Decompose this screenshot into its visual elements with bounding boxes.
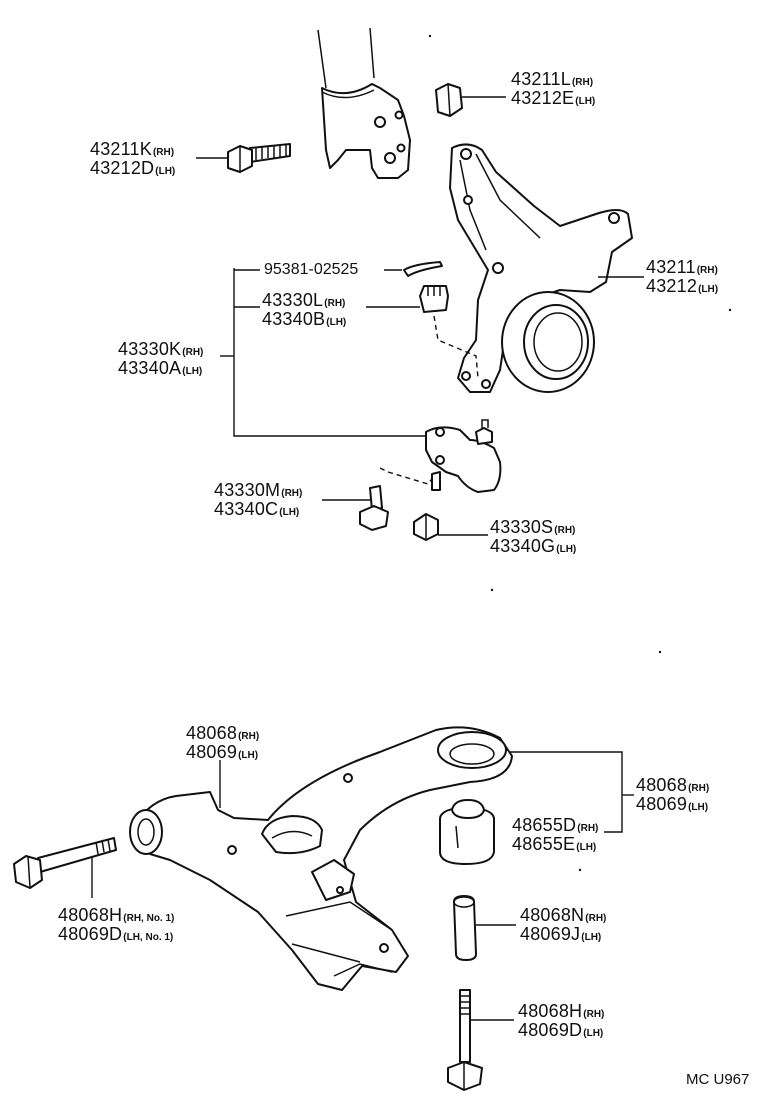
part-number: 48069D [518, 1020, 583, 1040]
part-number: 48069D [58, 924, 123, 944]
label-knuckle: 43211(RH) 43212(LH) [646, 258, 718, 296]
side-suffix: (LH) [155, 166, 176, 177]
side-suffix: (RH) [182, 347, 204, 358]
side-suffix: (LH) [238, 750, 259, 761]
side-suffix: (LH) [279, 507, 300, 518]
side-suffix: (RH) [585, 913, 607, 924]
ball-joint-bolt [359, 485, 389, 531]
part-number: 43330S [490, 517, 554, 537]
side-suffix: (LH) [581, 932, 602, 943]
side-suffix: (RH) [571, 77, 594, 88]
part-number: 43340C [214, 499, 279, 519]
part-number: 48068 [636, 775, 688, 795]
side-suffix: (RH) [696, 265, 718, 276]
part-number: 48069 [636, 794, 688, 814]
side-suffix: (LH) [698, 284, 719, 295]
label-cotter-pin: 95381-02525 [264, 261, 359, 278]
steering-knuckle [449, 143, 633, 393]
part-number: 48068H [58, 905, 123, 925]
label-arm-bolt-rear: 48068H(RH) 48069D(LH) [518, 1002, 604, 1040]
part-number: 48655D [512, 815, 577, 835]
part-number: 43340B [262, 309, 326, 329]
part-number: 43340G [490, 536, 556, 556]
diagram-code: MC U967 [686, 1071, 750, 1088]
strut-assembly [317, 27, 411, 179]
strut-nut [435, 83, 463, 117]
part-number: 43211L [511, 69, 571, 89]
side-suffix: (RH) [324, 298, 346, 309]
side-suffix: (LH) [583, 1028, 604, 1039]
label-ball-joint-nut: 43330S(RH) 43340G(LH) [490, 518, 576, 556]
label-strut-bolt: 43211K(RH) 43212D(LH) [90, 140, 175, 178]
part-number: 43212E [511, 88, 575, 108]
part-number: 43212D [90, 158, 155, 178]
label-arm-bolt-front: 48068H(RH, No. 1) 48069D(LH, No. 1) [58, 906, 174, 944]
label-arm-collar: 48068N(RH) 48069J(LH) [520, 906, 606, 944]
part-number: 48068N [520, 905, 585, 925]
arm-bolt-front [13, 837, 117, 889]
side-suffix: (RH) [577, 823, 599, 834]
ball-joint-nut [413, 513, 439, 541]
part-number: 48068 [186, 723, 238, 743]
part-number: 48069 [186, 742, 238, 762]
part-number: 43212 [646, 276, 698, 296]
side-suffix: (LH, No. 1) [123, 932, 174, 943]
side-suffix: (LH) [576, 842, 597, 853]
part-number: 48068H [518, 1001, 583, 1021]
side-suffix: (RH) [238, 731, 260, 742]
ball-joint [425, 419, 502, 493]
part-number: 43330M [214, 480, 281, 500]
side-suffix: (LH) [182, 366, 203, 377]
arm-bolt-rear [447, 989, 483, 1091]
label-castle-nut: 43330L(RH) 43340B(LH) [262, 291, 346, 329]
side-suffix: (RH) [688, 783, 710, 794]
part-number: 43211K [90, 139, 152, 159]
cotter-pin [403, 261, 443, 277]
part-number: 43211 [646, 257, 696, 277]
label-ball-joint-bolt: 43330M(RH) 43340C(LH) [214, 481, 302, 519]
label-strut-nut: 43211L(RH) 43212E(LH) [511, 70, 595, 108]
side-suffix: (RH) [554, 525, 576, 536]
side-suffix: (LH) [556, 544, 577, 555]
side-suffix: (RH, No. 1) [123, 913, 175, 924]
label-arm-bushing: 48655D(RH) 48655E(LH) [512, 816, 598, 854]
side-suffix: (LH) [326, 317, 347, 328]
side-suffix: (RH) [281, 488, 303, 499]
arm-bushing [439, 799, 495, 865]
part-number: 48069J [520, 924, 581, 944]
strut-bolt [227, 143, 291, 173]
castle-nut [419, 285, 449, 313]
label-ball-joint: 43330K(RH) 43340A(LH) [118, 340, 203, 378]
part-number: 43330L [262, 290, 324, 310]
side-suffix: (LH) [575, 96, 596, 107]
arm-collar [453, 895, 477, 961]
side-suffix: (RH) [152, 147, 175, 158]
side-suffix: (RH) [583, 1009, 605, 1020]
label-arm-subassy: 48068(RH) 48069(LH) [636, 776, 709, 814]
part-number: 48655E [512, 834, 576, 854]
part-number: 43340A [118, 358, 182, 378]
label-lower-arm: 48068(RH) 48069(LH) [186, 724, 259, 762]
part-number: 43330K [118, 339, 182, 359]
lower-control-arm [129, 726, 513, 991]
side-suffix: (LH) [688, 802, 709, 813]
